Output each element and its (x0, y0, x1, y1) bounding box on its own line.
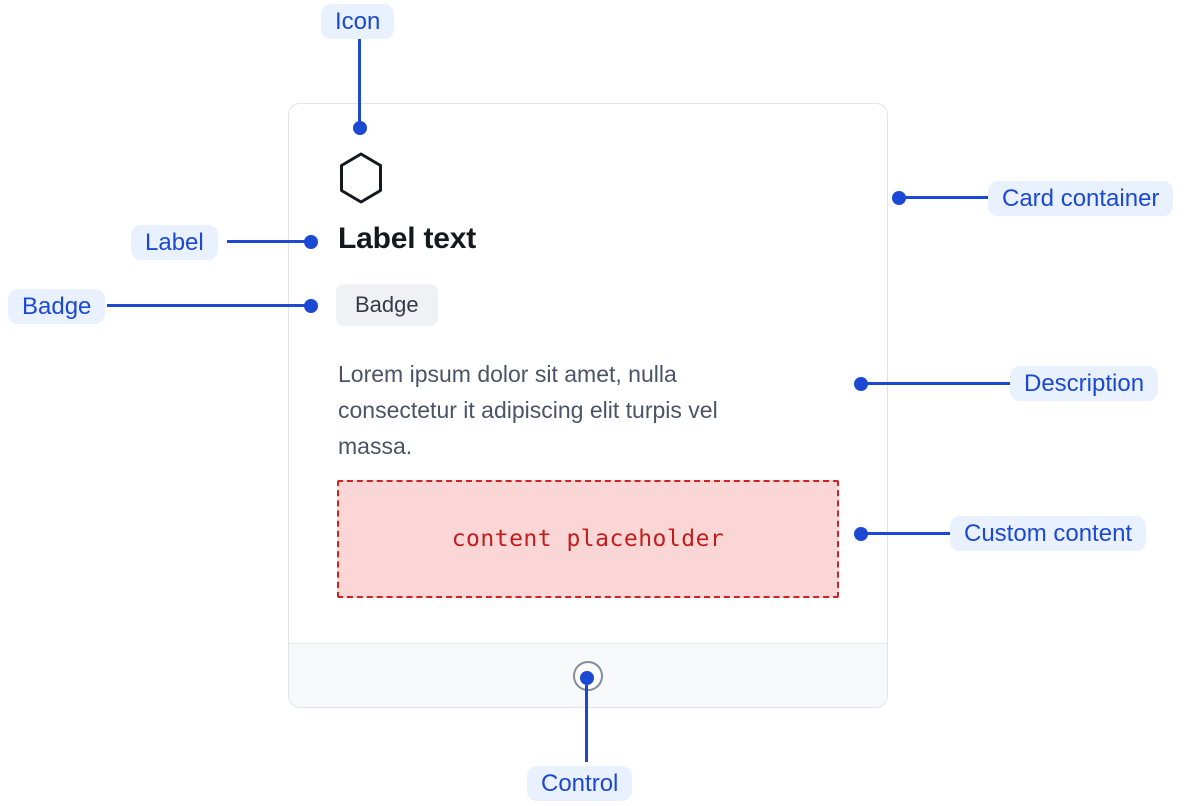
callout-custom-content: Custom content (950, 516, 1147, 551)
expand-control[interactable] (573, 660, 603, 691)
card-label: Label text (338, 222, 477, 255)
callout-description: Description (1010, 366, 1159, 401)
description-line: massa. (338, 433, 413, 459)
callout-card-container: Card container (988, 181, 1174, 216)
callout-line (585, 685, 588, 762)
callout-line (861, 382, 1010, 385)
custom-content-placeholder: content placeholder (337, 480, 839, 598)
callout-line (358, 39, 361, 124)
badge: Badge (336, 284, 438, 326)
description-line: consectetur it adipiscing elit turpis ve… (338, 397, 718, 423)
callout-dot (304, 235, 318, 249)
card-container: Label text Badge Lorem ipsum dolor sit a… (288, 103, 888, 708)
callout-control: Control (527, 766, 633, 801)
callout-dot (304, 299, 318, 313)
callout-line (899, 196, 988, 199)
callout-dot (353, 121, 367, 135)
callout-line (861, 532, 950, 535)
callout-line (227, 240, 307, 243)
callout-label: Label (131, 225, 218, 260)
callout-icon: Icon (321, 4, 395, 39)
callout-line (107, 304, 307, 307)
callout-dot (580, 671, 594, 685)
hexagon-icon (340, 152, 382, 204)
description-line: Lorem ipsum dolor sit amet, nulla (338, 361, 677, 387)
card-description: Lorem ipsum dolor sit amet, nulla consec… (338, 356, 858, 464)
callout-badge: Badge (8, 289, 106, 324)
